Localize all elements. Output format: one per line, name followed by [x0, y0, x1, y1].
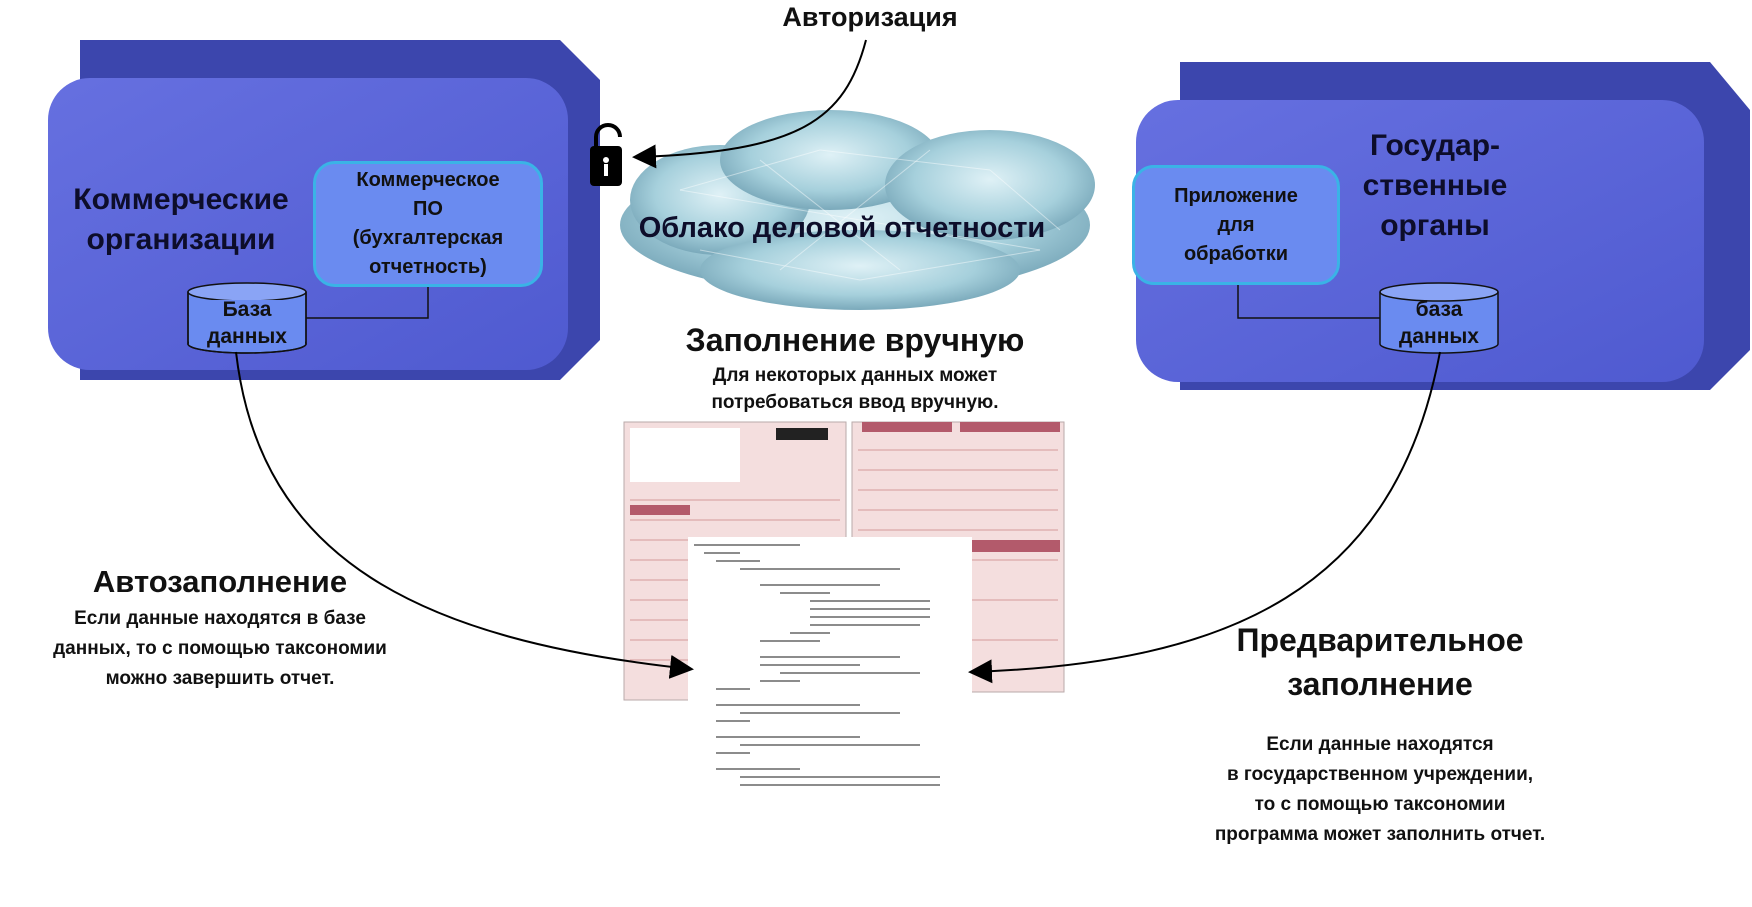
- lock-icon: [590, 123, 622, 186]
- prefill-line1: Если данные находятся: [1266, 734, 1494, 755]
- autofill-heading: Автозаполнение: [92, 564, 348, 599]
- prefill-heading-line1: Предварительное: [1236, 622, 1524, 658]
- prefill-heading: Предварительное заполнение: [1150, 618, 1610, 706]
- app-line3: обработки: [1183, 242, 1289, 265]
- authorization-arrow: [632, 39, 867, 169]
- app-line1: Приложение: [1174, 184, 1298, 207]
- autofill-line3: можно завершить отчет.: [105, 668, 335, 689]
- gov-database-line1: база: [1415, 298, 1463, 321]
- prefill-arrow: [968, 351, 1441, 684]
- xml-taxonomy-document: [688, 537, 972, 797]
- business-reporting-cloud: [620, 110, 1095, 310]
- software-line3: (бухгалтерская: [352, 227, 504, 249]
- commercial-database-icon: [187, 282, 307, 354]
- autofill-text: Если данные находятся в базе данных, то …: [0, 604, 440, 694]
- commercial-title-line2: организации: [86, 223, 276, 256]
- app-line2: для: [1217, 213, 1255, 236]
- gov-database-line2: данных: [1399, 325, 1479, 348]
- commercial-title-line1: Коммерческие: [73, 183, 289, 216]
- government-database-label: база данных: [1380, 296, 1498, 350]
- prefill-line4: программа может заполнить отчет.: [1214, 824, 1546, 845]
- commercial-title: Коммерческие организации: [56, 180, 306, 260]
- autofill-arrow: [235, 351, 694, 679]
- government-title-line3: органы: [1380, 209, 1490, 242]
- prefill-line3: то с помощью таксономии: [1254, 794, 1506, 815]
- commercial-database-label: База данных: [188, 296, 306, 350]
- software-line1: Коммерческое: [356, 169, 500, 191]
- cloud-label: Облако деловой отчетности: [638, 212, 1046, 244]
- prefill-line2: в государственном учреждении,: [1226, 764, 1534, 785]
- manual-fill-heading: Заполнение вручную: [685, 322, 1025, 358]
- government-database-icon: [1379, 282, 1499, 354]
- commercial-connector: [306, 276, 429, 319]
- government-title-line2: ственные: [1362, 169, 1508, 202]
- prefill-heading-line2: заполнение: [1287, 666, 1473, 702]
- prefill-text: Если данные находятся в государственном …: [1130, 730, 1630, 850]
- manual-fill-text: Для некоторых данных может потребоваться…: [640, 362, 1070, 416]
- government-title-line1: Государ-: [1369, 129, 1501, 162]
- software-line4: отчетность): [369, 256, 487, 278]
- manual-fill-line2: потребоваться ввод вручную.: [711, 392, 999, 413]
- government-app-box: Приложение для обработки: [1132, 165, 1340, 285]
- manual-fill-line1: Для некоторых данных может: [712, 365, 998, 386]
- database-line2: данных: [207, 325, 287, 348]
- government-title: Государ- ственные органы: [1345, 126, 1525, 246]
- software-line2: ПО: [413, 198, 443, 220]
- government-connector: [1237, 276, 1380, 319]
- autofill-line2: данных, то с помощью таксономии: [53, 638, 387, 659]
- commercial-software-box: Коммерческое ПО (бухгалтерская отчетност…: [313, 161, 543, 287]
- authorization-label: Авторизация: [782, 2, 958, 32]
- autofill-line1: Если данные находятся в базе: [74, 608, 366, 629]
- database-line1: База: [222, 298, 272, 321]
